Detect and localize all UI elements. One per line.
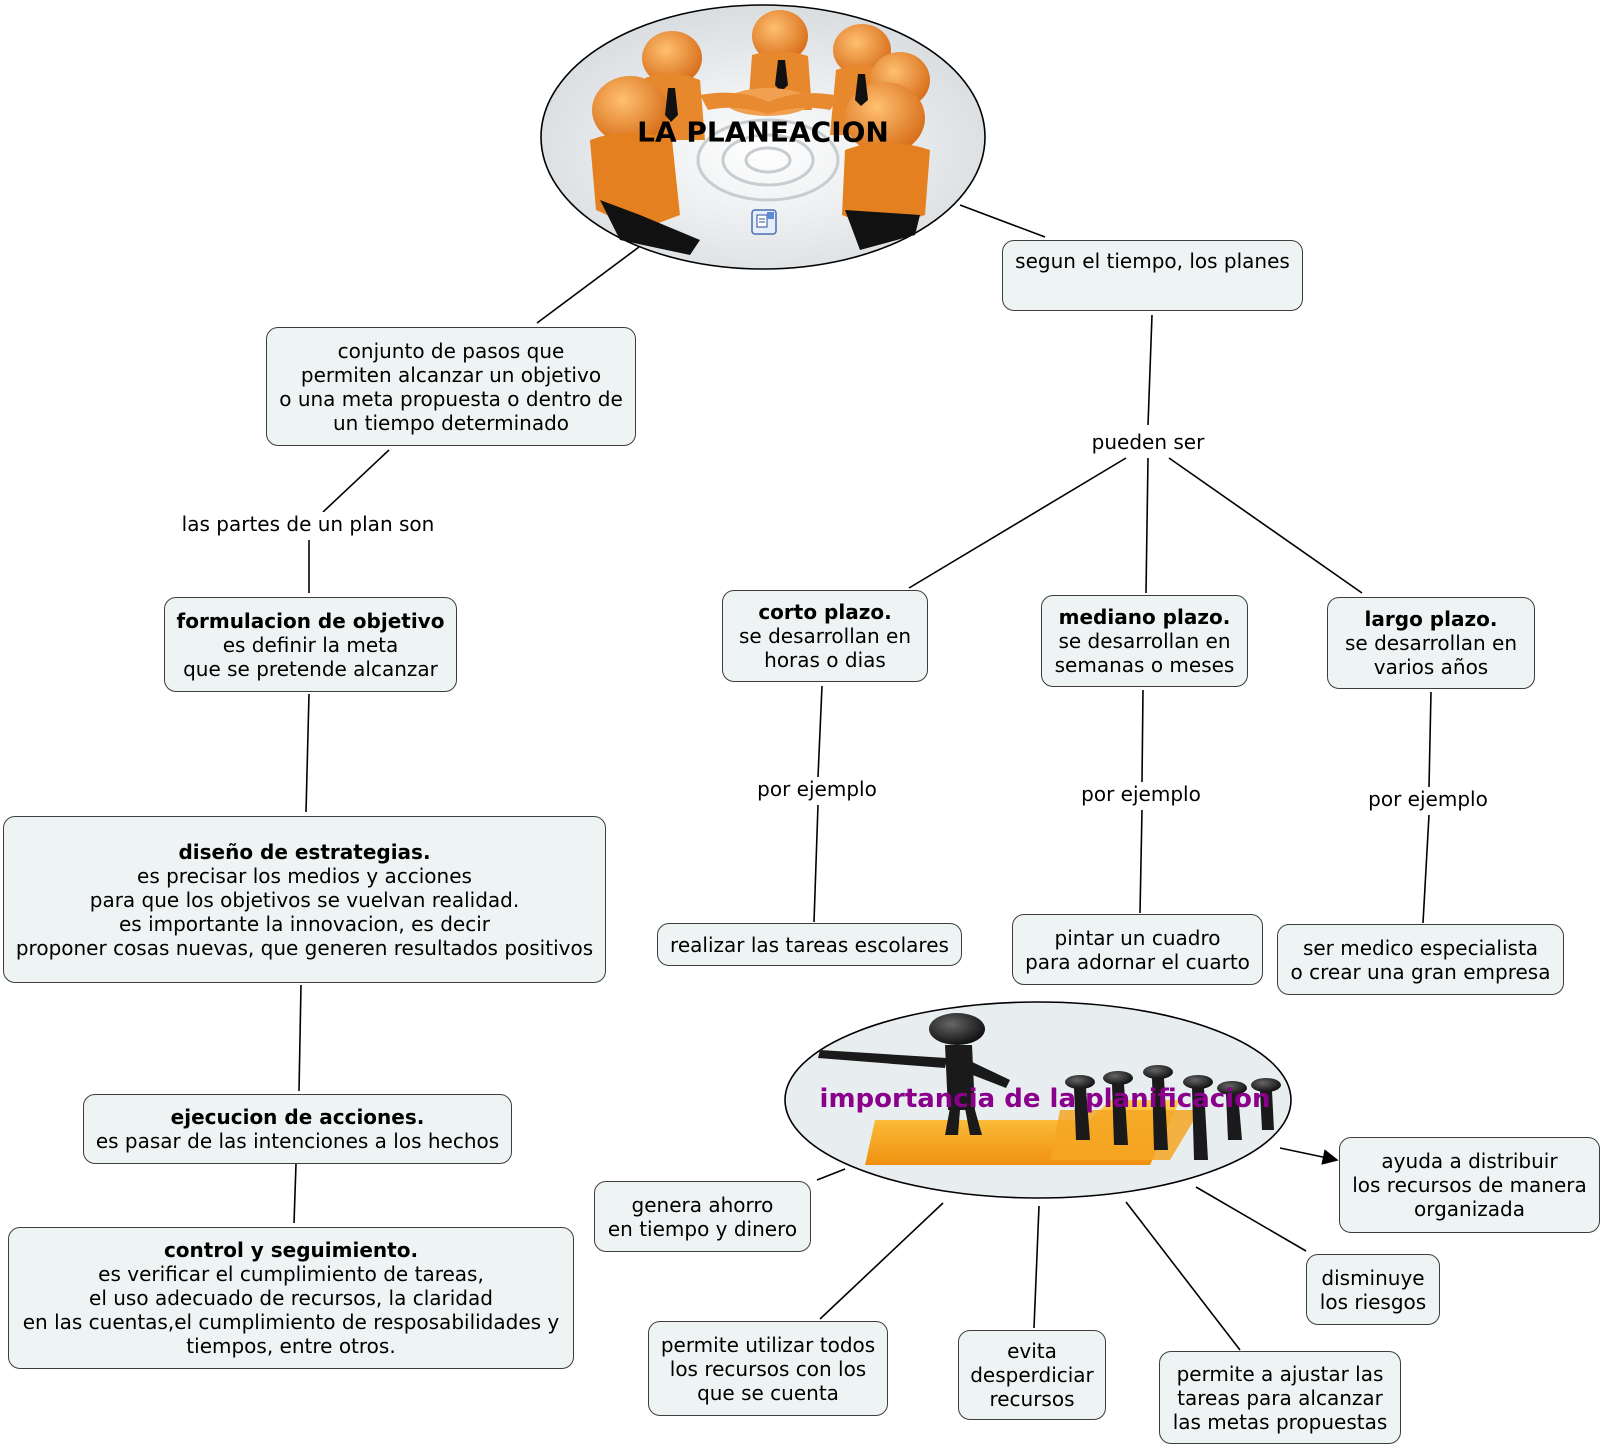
ajustar-tareas-node[interactable]: permite a ajustar las tareas para alcanz…	[1159, 1351, 1401, 1444]
connectors	[293, 204, 1432, 1351]
evita-desperdiciar-text: evita desperdiciar recursos	[970, 1339, 1094, 1411]
pueden-link-label: pueden ser	[1087, 430, 1209, 454]
mediano-node[interactable]: mediano plazo. se desarrollan en semanas…	[1041, 595, 1248, 687]
medico-example-node[interactable]: ser medico especialista o crear una gran…	[1277, 924, 1564, 995]
mediano-title: mediano plazo.	[1058, 605, 1231, 629]
corto-title: corto plazo.	[758, 600, 892, 624]
planeacion-oval	[540, 4, 986, 270]
ajustar-tareas-text: permite a ajustar las tareas para alcanz…	[1172, 1361, 1388, 1434]
ejecucion-title: ejecucion de acciones.	[170, 1105, 425, 1129]
utilizar-recursos-node[interactable]: permite utilizar todos los recursos con …	[648, 1321, 888, 1416]
ejecucion-node[interactable]: ejecucion de acciones. es pasar de las i…	[83, 1094, 512, 1164]
edge-pueden-corto	[908, 457, 1127, 589]
segun-text: segun el tiempo, los planes	[1015, 249, 1290, 273]
largo-node[interactable]: largo plazo. se desarrollan en varios añ…	[1327, 597, 1535, 689]
edge-ejemplo-tareas	[813, 804, 819, 923]
ejecucion-text: es pasar de las intenciones a los hechos	[95, 1129, 500, 1153]
partes-link-label: las partes de un plan son	[177, 512, 439, 536]
diseno-node[interactable]: diseño de estrategias. es precisar los m…	[3, 816, 606, 983]
corto-ejemplo-label: por ejemplo	[753, 777, 881, 801]
edge-formulacion-diseno	[305, 693, 310, 813]
main-topic-title: LA PLANEACION	[637, 115, 889, 149]
edge-topic-definition	[536, 246, 640, 324]
edge-ejecucion-control	[293, 1163, 297, 1224]
edge-pueden-mediano	[1145, 457, 1149, 594]
largo-ejemplo-label: por ejemplo	[1364, 787, 1492, 811]
control-node[interactable]: control y seguimiento. es verificar el c…	[8, 1227, 574, 1369]
edge-importance-riesgos	[1195, 1186, 1307, 1252]
edge-largo-ejemplo	[1428, 691, 1432, 788]
team-figures-illustration	[590, 10, 930, 255]
utilizar-recursos-text: permite utilizar todos los recursos con …	[660, 1332, 876, 1405]
largo-title: largo plazo.	[1364, 607, 1498, 631]
definition-text: conjunto de pasos que permiten alcanzar …	[279, 338, 623, 435]
corto-node[interactable]: corto plazo. se desarrollan en horas o d…	[722, 590, 928, 682]
diseno-title: diseño de estrategias.	[178, 839, 431, 864]
diseno-text: es precisar los medios y acciones para q…	[15, 863, 594, 960]
importance-title: importancia de la planificacion	[819, 1084, 1271, 1114]
disminuye-riesgos-node[interactable]: disminuye los riesgos	[1306, 1254, 1440, 1325]
control-text: es verificar el cumplimiento de tareas, …	[22, 1262, 560, 1358]
edge-importance-evita	[1033, 1205, 1040, 1329]
attachment-icon[interactable]	[751, 209, 777, 235]
tareas-example-node[interactable]: realizar las tareas escolares	[657, 923, 962, 966]
edge-importance-distribuir	[1279, 1147, 1339, 1165]
edge-importance-ajustar	[1125, 1201, 1241, 1351]
edge-ejemplo-medico	[1422, 814, 1430, 924]
disminuye-riesgos-text: disminuye los riesgos	[1319, 1265, 1427, 1314]
edge-segun-pueden	[1147, 314, 1153, 426]
distribuir-recursos-node[interactable]: ayuda a distribuir los recursos de maner…	[1339, 1137, 1600, 1233]
formulacion-node[interactable]: formulacion de objetivo es definir la me…	[164, 597, 457, 692]
tareas-example-text: realizar las tareas escolares	[670, 932, 949, 957]
edge-corto-ejemplo	[817, 685, 823, 778]
control-title: control y seguimiento.	[163, 1238, 419, 1262]
segun-node[interactable]: segun el tiempo, los planes	[1002, 240, 1303, 311]
corto-text: se desarrollan en horas o dias	[738, 624, 912, 672]
cuadro-example-node[interactable]: pintar un cuadro para adornar el cuarto	[1012, 914, 1263, 985]
edge-pueden-largo	[1168, 457, 1363, 594]
distribuir-recursos-text: ayuda a distribuir los recursos de maner…	[1352, 1149, 1587, 1221]
ahorro-text: genera ahorro en tiempo y dinero	[607, 1192, 798, 1241]
edge-topic-segun	[959, 204, 1046, 238]
leader-figures-illustration	[818, 1013, 1281, 1160]
largo-text: se desarrollan en varios años	[1344, 631, 1518, 679]
evita-desperdiciar-node[interactable]: evita desperdiciar recursos	[958, 1330, 1106, 1420]
mediano-ejemplo-label: por ejemplo	[1077, 782, 1205, 806]
edge-ejemplo-cuadro	[1139, 809, 1143, 914]
edge-importance-utilizar	[819, 1202, 944, 1320]
cuadro-example-text: pintar un cuadro para adornar el cuarto	[1025, 925, 1250, 974]
floor-swirl	[696, 118, 840, 202]
edge-importance-ahorro	[816, 1168, 846, 1181]
edge-mediano-ejemplo	[1141, 689, 1144, 783]
mediano-text: se desarrollan en semanas o meses	[1054, 629, 1235, 677]
definition-node[interactable]: conjunto de pasos que permiten alcanzar …	[266, 327, 636, 446]
formulacion-title: formulacion de objetivo	[176, 608, 445, 633]
edge-definition-link	[322, 449, 390, 513]
importancia-oval	[784, 1001, 1292, 1199]
medico-example-text: ser medico especialista o crear una gran…	[1290, 935, 1551, 984]
formulacion-text: es definir la meta que se pretende alcan…	[183, 632, 438, 681]
ahorro-node[interactable]: genera ahorro en tiempo y dinero	[594, 1181, 811, 1252]
edge-diseno-ejecucion	[298, 984, 302, 1092]
